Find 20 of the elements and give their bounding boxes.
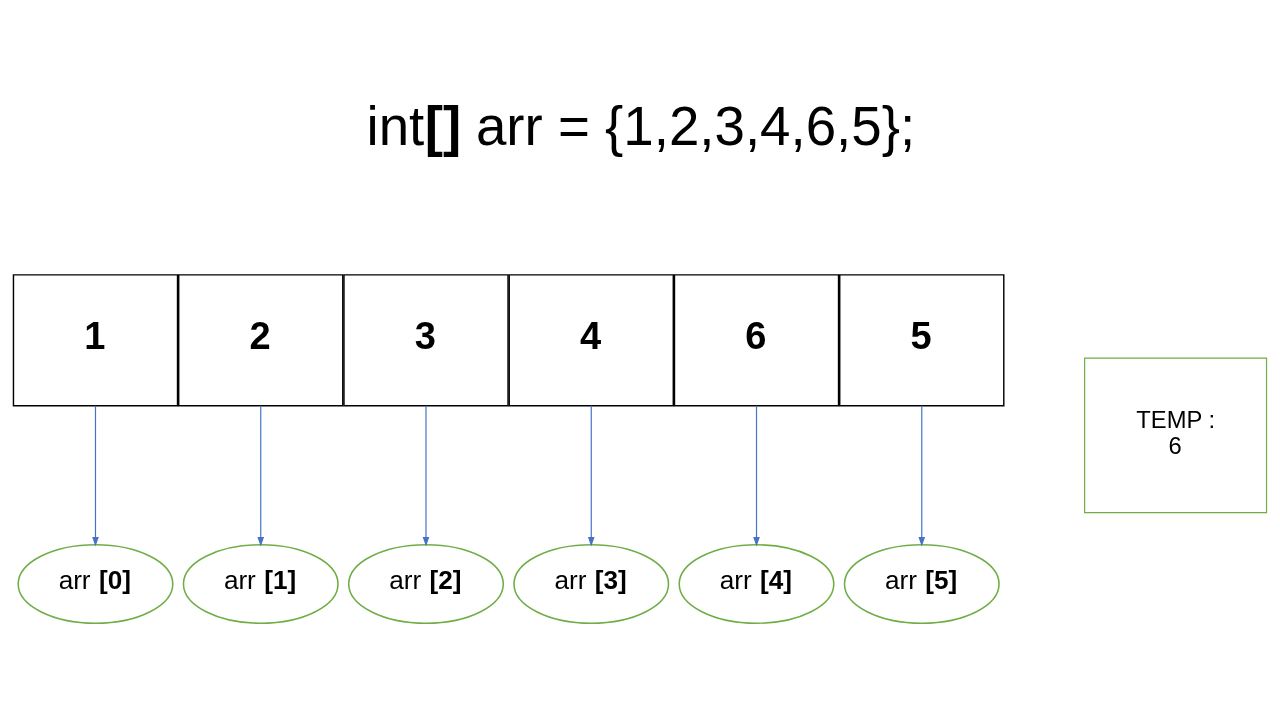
node-box: 4	[508, 273, 674, 406]
node-ellipse: arr [5]	[843, 543, 1000, 624]
arrow	[92, 404, 99, 546]
node-ellipse: arr [0]	[17, 543, 174, 624]
node-ellipse: arr [3]	[513, 543, 670, 624]
arrow	[422, 404, 430, 546]
node-box: 6	[673, 273, 840, 406]
node-box: 3	[343, 273, 509, 406]
node-ellipse: arr [1]	[182, 543, 339, 624]
arrow	[918, 404, 926, 546]
node-box: 5	[839, 273, 1005, 406]
diagram-title: int[] arr = {1,2,3,4,6,5};	[366, 94, 916, 157]
arrow	[587, 404, 595, 546]
node-box: 2	[178, 273, 344, 406]
node-ellipse: arr [4]	[678, 543, 835, 624]
node-box: 1	[12, 273, 179, 406]
arrow	[257, 404, 265, 546]
node-box: TEMP : 6	[1084, 357, 1268, 513]
node-ellipse: arr [2]	[347, 543, 505, 624]
arrow	[753, 404, 760, 546]
